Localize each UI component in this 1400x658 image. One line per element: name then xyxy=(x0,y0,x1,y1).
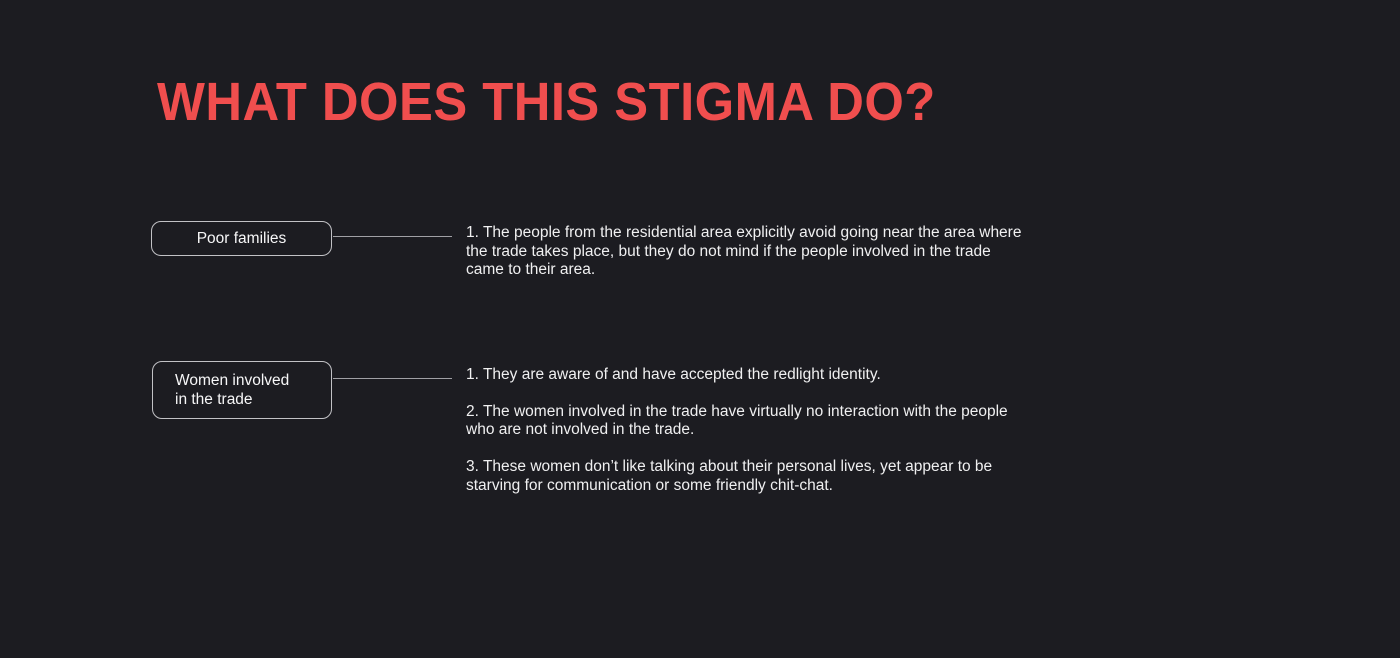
label-box-women-involved-text: Women involved in the trade xyxy=(175,372,290,408)
label-box-women-involved: Women involved in the trade xyxy=(152,361,332,419)
connector-line-poor-families xyxy=(333,236,452,237)
connector-line-women-involved xyxy=(333,378,452,379)
points-poor-families: 1. The people from the residential area … xyxy=(466,224,1024,280)
label-box-poor-families-text: Poor families xyxy=(196,230,287,247)
point-text: 3. These women don’t like talking about … xyxy=(466,458,993,494)
page-title: WHAT DOES THIS STIGMA DO? xyxy=(157,72,936,132)
point-text: 1. They are aware of and have accepted t… xyxy=(466,366,881,383)
points-women-involved: 1. They are aware of and have accepted t… xyxy=(466,366,1038,496)
point-text: 1. The people from the residential area … xyxy=(466,224,1022,279)
point-text: 2. The women involved in the trade have … xyxy=(466,402,1008,439)
label-box-poor-families: Poor families xyxy=(151,221,332,256)
